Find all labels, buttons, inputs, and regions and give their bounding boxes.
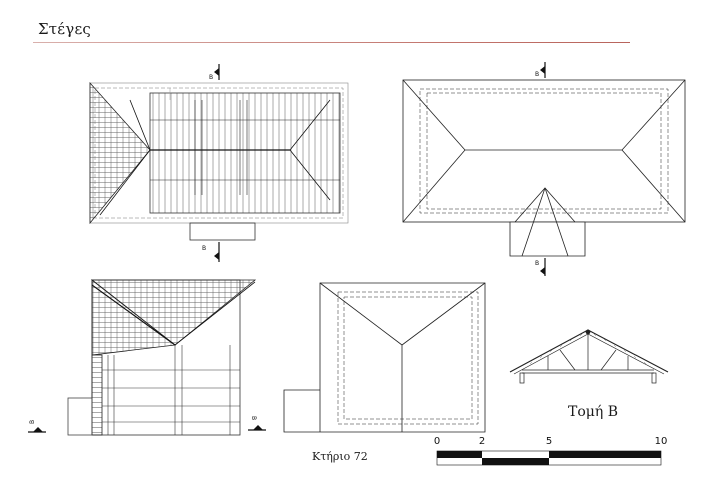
svg-text:Β: Β — [29, 420, 36, 424]
framing-plan-top-left — [89, 81, 349, 241]
section-caption: Τομή Β — [568, 404, 618, 420]
roof-plan-top-right — [402, 79, 686, 257]
svg-text:Β: Β — [209, 74, 213, 81]
svg-text:Β: Β — [535, 71, 539, 78]
roof-plan-bottom-middle — [283, 282, 486, 433]
page-title: Στέγες — [38, 20, 92, 38]
building-caption: Κτήριο 72 — [312, 450, 368, 463]
scale-tick-5: 5 — [545, 436, 553, 447]
scale-tick-0: 0 — [433, 436, 441, 447]
svg-text:Β: Β — [535, 260, 539, 267]
section-marker-right-plan3: Β — [248, 416, 266, 431]
svg-text:Β: Β — [250, 416, 257, 420]
svg-text:Β: Β — [202, 245, 206, 252]
scale-tick-2: 2 — [478, 436, 486, 447]
framing-plan-bottom-left — [67, 279, 257, 436]
scale-tick-10: 10 — [654, 436, 668, 447]
section-marker-top-plan2: Β — [535, 62, 546, 78]
section-marker-left-plan3: Β — [28, 420, 46, 433]
truss-section-b — [509, 329, 669, 384]
section-marker-top-plan1: Β — [209, 64, 220, 81]
scale-bar — [436, 450, 662, 466]
section-marker-bottom-plan2: Β — [535, 258, 546, 276]
title-underline — [33, 42, 630, 43]
section-marker-bottom-plan1: Β — [202, 242, 220, 262]
